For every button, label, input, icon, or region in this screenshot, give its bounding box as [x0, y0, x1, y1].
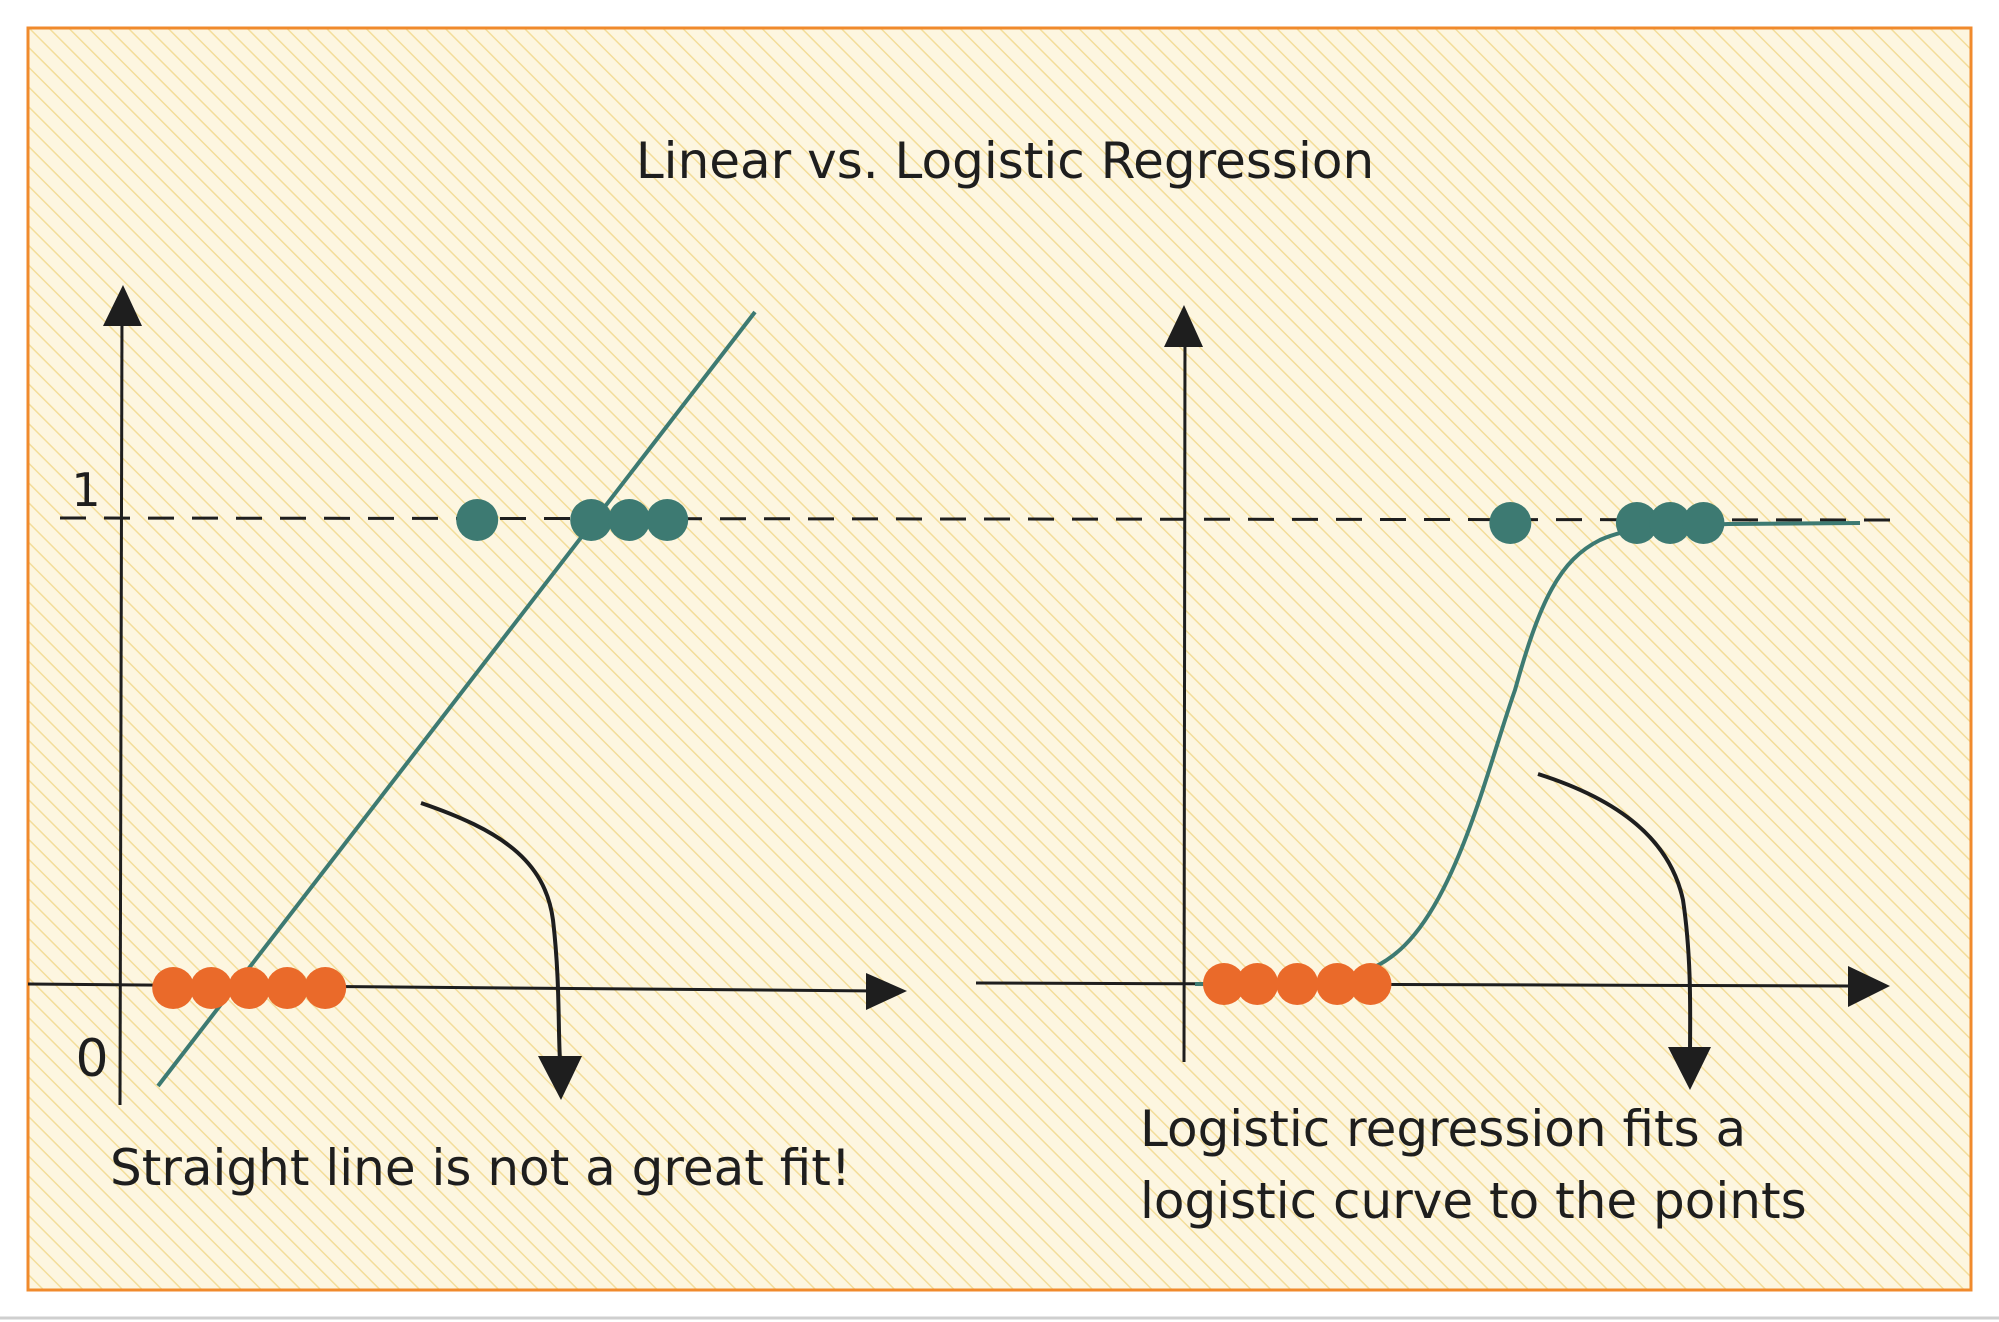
right-negative-point-3: [1276, 963, 1319, 1005]
diagram-title: Linear vs. Logistic Regression: [636, 132, 1374, 190]
left-negative-point-2: [190, 967, 233, 1009]
left-annotation-arrowhead: [538, 1056, 582, 1100]
left-positive-point-2: [570, 499, 613, 541]
right-caption-line-1: Logistic regression fits a: [1140, 1100, 1746, 1158]
left-positive-point-1: [456, 499, 499, 541]
hatch-fill: [28, 28, 1971, 1290]
right-y-axis: [1182, 329, 1187, 1063]
left-annotation-arrow: [420, 801, 562, 1061]
right-positive-point-3: [1649, 502, 1692, 544]
right-positive-point-1: [1489, 502, 1532, 544]
right-x-axis: [975, 981, 1851, 988]
right-annotation-arrow: [1537, 772, 1693, 1057]
right-positive-point-2: [1615, 502, 1658, 544]
left-negative-point-1: [152, 967, 195, 1009]
left-positive-points: [456, 499, 689, 541]
left-negative-point-5: [304, 967, 347, 1009]
right-negative-point-4: [1316, 963, 1359, 1005]
right-negative-point-1: [1202, 963, 1245, 1005]
left-negative-points: [152, 967, 347, 1009]
right-positive-point-4: [1682, 502, 1725, 544]
right-negative-point-5: [1349, 963, 1392, 1005]
left-y-axis-arrowhead: [103, 285, 142, 326]
right-negative-points: [1202, 963, 1392, 1005]
left-negative-point-3: [228, 967, 271, 1009]
left-caption: Straight line is not a great fit!: [110, 1139, 851, 1197]
left-x-axis-arrowhead: [866, 973, 907, 1010]
right-caption-line-2: logistic curve to the points: [1140, 1172, 1807, 1230]
y-tick-label-zero: 0: [75, 1029, 108, 1089]
right-negative-point-2: [1236, 963, 1279, 1005]
y-tick-label-one: 1: [71, 463, 100, 517]
left-positive-point-4: [646, 499, 689, 541]
right-positive-points: [1489, 502, 1725, 544]
right-x-axis-arrowhead: [1848, 966, 1890, 1007]
left-panel: 1 0 Straight line is not a great fit!: [27, 285, 907, 1197]
right-panel: Logistic regression fits a logistic curv…: [975, 305, 1890, 1230]
left-positive-point-3: [608, 499, 651, 541]
right-annotation-arrowhead: [1668, 1047, 1711, 1090]
linear-fit-line: [156, 310, 757, 1088]
right-y-axis-arrowhead: [1164, 305, 1203, 347]
left-negative-point-4: [266, 967, 309, 1009]
left-y-axis: [118, 309, 124, 1106]
frame-border: [26, 26, 1973, 1292]
